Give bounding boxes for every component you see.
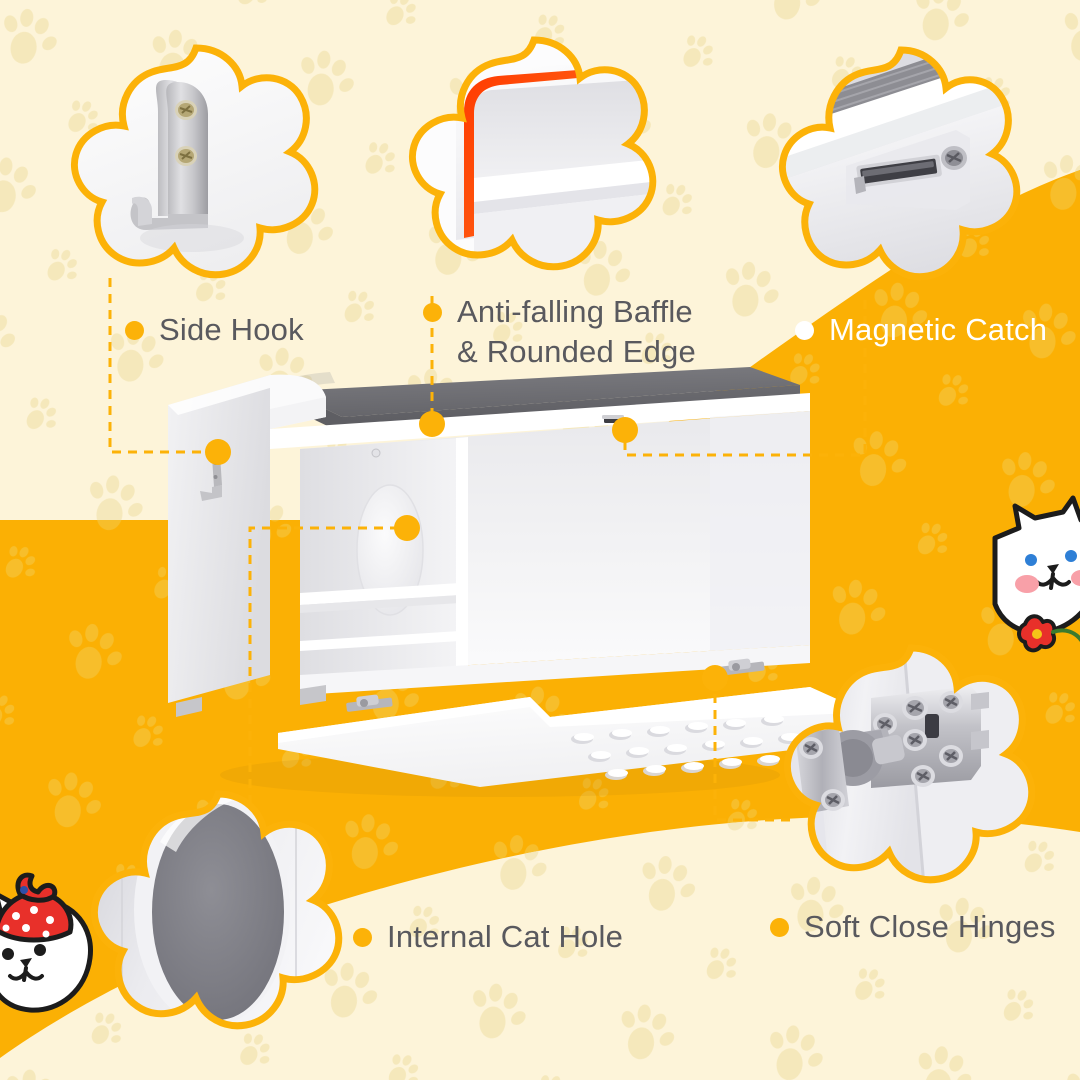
cat-cheek-right (1071, 570, 1080, 586)
label-magnetic-catch: Magnetic Catch (795, 310, 1047, 350)
bubble-outline (779, 46, 1021, 281)
cat-flower-decor (1017, 614, 1080, 653)
baffle-shelf (474, 158, 653, 202)
soft-close-hinge-left (346, 694, 393, 712)
hinge-mounting-plate (871, 686, 989, 788)
label-text-side-hook: Side Hook (159, 312, 304, 347)
bubble-outline (71, 44, 319, 279)
label-soft-close-hinges: Soft Close Hinges (770, 907, 1056, 947)
callout-bubble-magnetic-catch (770, 38, 1032, 296)
cat-eye-right (1065, 550, 1077, 562)
label-internal-cat-hole: Internal Cat Hole (353, 917, 623, 957)
callout-bubble-internal-cat-hole (82, 782, 354, 1044)
cat-cheek-left (1015, 575, 1039, 593)
cabinet-bottom-edge (300, 645, 810, 695)
left-side-panel (168, 375, 270, 703)
cat-mascot-right (985, 495, 1080, 653)
cat-mascot-left (0, 872, 108, 1022)
hinge-cup-arm (795, 728, 905, 814)
magnetic-catch-bracket (846, 130, 970, 210)
cat-nose (1047, 564, 1059, 574)
bubble-outline (784, 644, 1036, 884)
label-text-magnetic-catch: Magnetic Catch (829, 312, 1048, 347)
cat-eye-right (34, 944, 46, 956)
label-anti-falling-baffle: Anti-falling Baffle & Rounded Edge (423, 292, 696, 371)
label-side-hook: Side Hook (125, 310, 304, 350)
rounded-edge-highlight (464, 70, 578, 238)
bullet-dot-soft-close-hinges (770, 918, 789, 937)
bullet-dot-internal-cat-hole (353, 928, 372, 947)
foot-left (176, 697, 202, 717)
label-text-anti-falling-baffle: Anti-falling Baffle & Rounded Edge (457, 294, 696, 369)
cat-hole-opening (152, 804, 284, 1020)
bullet-dot-anti-falling-baffle (423, 303, 442, 322)
bubble-outline (409, 36, 657, 271)
cat-eye-left (2, 948, 14, 960)
magnetic-catch-on-product (602, 415, 624, 423)
cat-nose (20, 958, 32, 968)
bullet-dot-magnetic-catch (795, 321, 814, 340)
label-text-internal-cat-hole: Internal Cat Hole (387, 919, 624, 954)
callout-bubble-anti-falling-baffle (400, 28, 668, 286)
callout-bubble-soft-close-hinges (775, 636, 1047, 898)
scarf-knot (15, 872, 58, 903)
callout-bubble-side-hook (62, 38, 330, 290)
cat-headscarf (0, 872, 74, 943)
cat-eye-left (1025, 554, 1037, 566)
cat-head-right (992, 495, 1080, 635)
bubble-outline (91, 790, 343, 1030)
product-image-cat-litter-bench (150, 345, 850, 805)
label-text-soft-close-hinges: Soft Close Hinges (804, 909, 1056, 944)
bullet-dot-side-hook (125, 321, 144, 340)
